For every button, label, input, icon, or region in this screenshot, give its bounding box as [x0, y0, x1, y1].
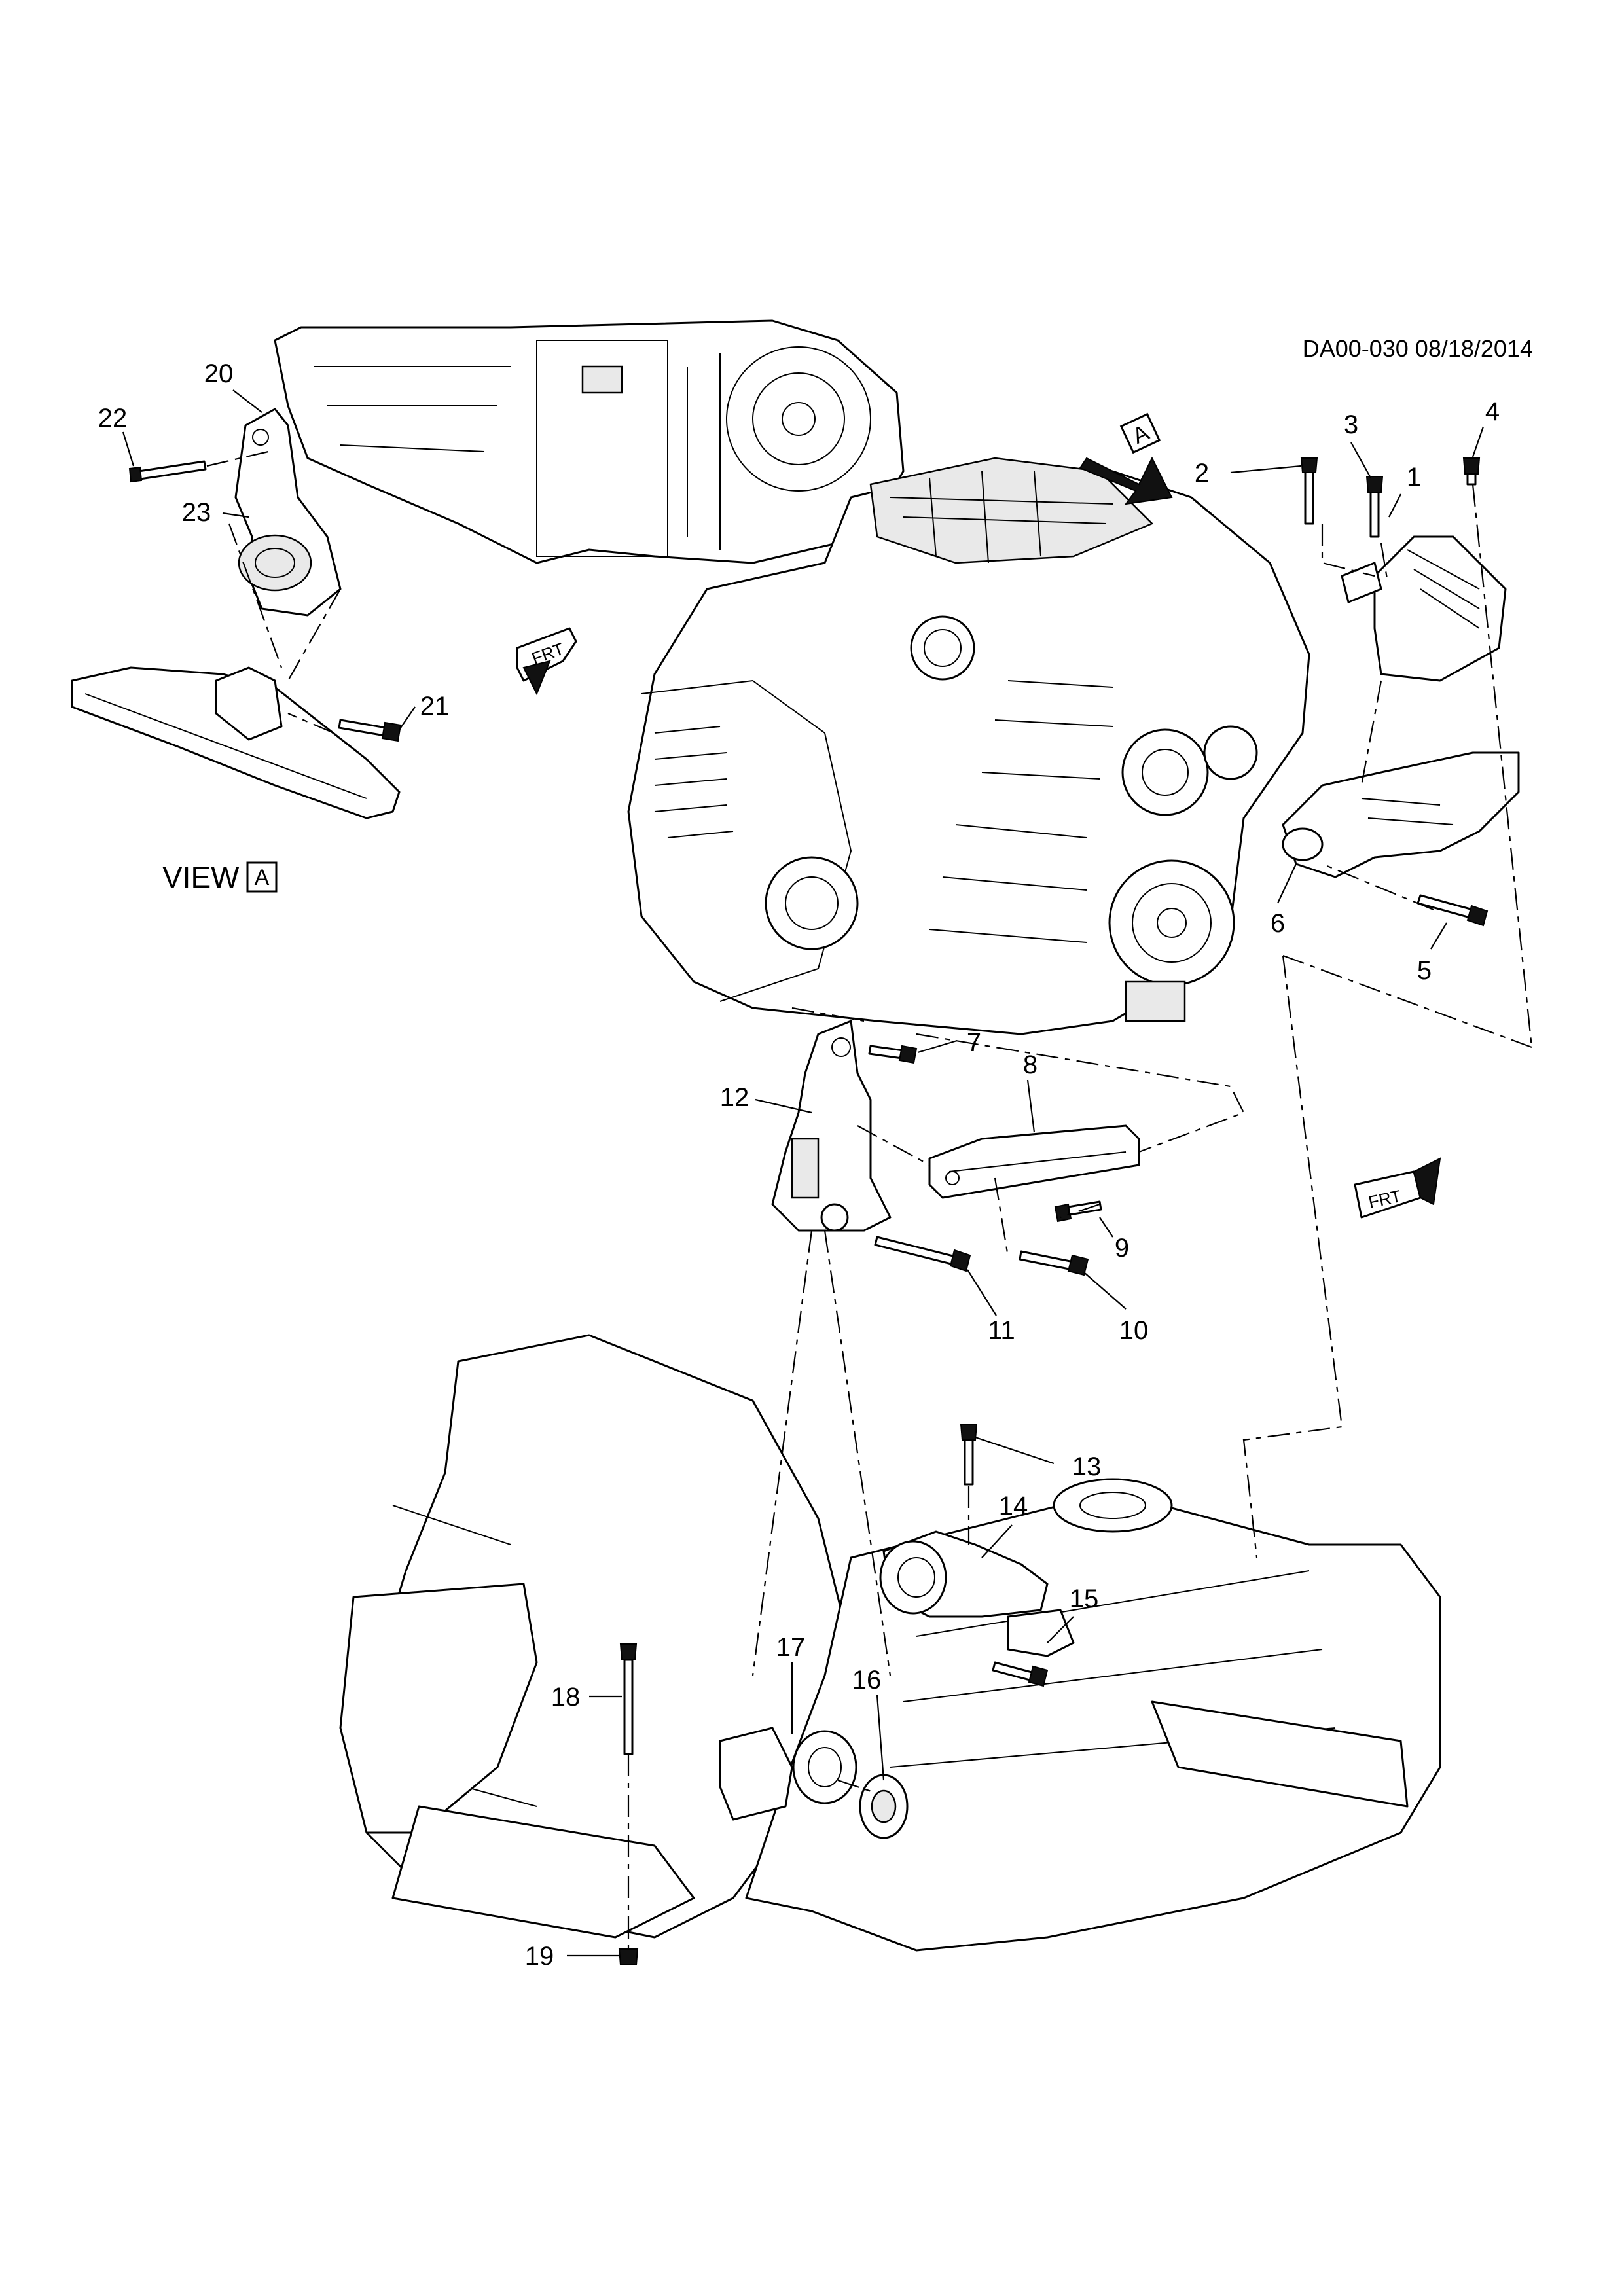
bolt-15-illustration [992, 1661, 1049, 1687]
bolt-9-illustration [1054, 1200, 1102, 1223]
callout-4: 4 [1485, 397, 1500, 426]
bolt-7-illustration [868, 1045, 918, 1064]
bolt-21-illustration [338, 719, 402, 742]
callout-11: 11 [988, 1316, 1015, 1345]
assembly-lines [627, 484, 1533, 1950]
right-mount-illustration [1341, 535, 1507, 682]
callout-12: 12 [720, 1083, 749, 1112]
frt-arrow-left: FRT [516, 627, 577, 696]
callout-5: 5 [1417, 956, 1432, 985]
transmission-housing-illustration [274, 319, 905, 564]
callout-15: 15 [1070, 1585, 1099, 1613]
callout-20: 20 [204, 359, 234, 388]
callout-22: 22 [98, 404, 128, 433]
callout-19: 19 [525, 1942, 554, 1971]
leader-lines [122, 389, 1485, 1957]
engine-assembly-illustration [627, 457, 1310, 1035]
callout-7: 7 [967, 1028, 981, 1057]
bolt-2-illustration [1300, 457, 1318, 525]
callout-1: 1 [1407, 463, 1421, 492]
nut-19-illustration [618, 1948, 639, 1965]
callout-14: 14 [999, 1492, 1028, 1520]
view-a-arrow: A [1079, 412, 1173, 505]
document-id: DA00-030 08/18/2014 [1303, 335, 1533, 362]
bolt-10-illustration [1019, 1250, 1089, 1276]
callout-18: 18 [551, 1683, 581, 1712]
mount-bracket-6-illustration [1282, 751, 1520, 878]
callout-16: 16 [852, 1666, 882, 1695]
callout-21: 21 [420, 692, 450, 721]
view-a-arrow-box [1119, 412, 1161, 454]
bolt-18-illustration [619, 1643, 638, 1755]
bolt-22-illustration [128, 460, 207, 483]
bracket-8-illustration [928, 1124, 1140, 1199]
mount-16-illustration [859, 1774, 909, 1839]
callout-9: 9 [1115, 1234, 1129, 1263]
frt-arrow-right: FRT [1354, 1157, 1441, 1219]
view-letter-box [246, 861, 278, 893]
callout-10: 10 [1119, 1316, 1149, 1345]
crossmember-illustration [71, 666, 401, 819]
callout-17: 17 [776, 1633, 806, 1662]
bolt-3-illustration [1365, 476, 1384, 538]
bolt-4-illustration [1462, 457, 1481, 486]
callout-13: 13 [1072, 1452, 1102, 1481]
rear-mount-bracket-illustration [234, 408, 342, 617]
bolt-13-illustration [960, 1424, 978, 1486]
view-label: VIEW [162, 860, 240, 894]
bracket-15-illustration [1007, 1609, 1075, 1657]
view-letter: A [255, 865, 270, 890]
bracket-12-illustration [771, 1020, 892, 1232]
callout-8: 8 [1023, 1050, 1038, 1079]
mount-17-illustration [719, 1727, 857, 1821]
view-a-inset: FRT VIEW A [71, 319, 905, 894]
callout-23: 23 [182, 498, 211, 527]
bolt-11-illustration [874, 1236, 971, 1272]
callout-6: 6 [1271, 909, 1285, 938]
subframe-illustration [339, 1334, 1441, 1952]
mount-14-illustration [879, 1530, 1049, 1618]
callout-3: 3 [1344, 410, 1358, 439]
callout-2: 2 [1195, 459, 1209, 488]
callout-numbers: 1 2 3 4 5 6 7 8 9 10 11 12 13 14 15 16 1… [98, 359, 1500, 1971]
bolt-5-illustration [1416, 894, 1489, 927]
